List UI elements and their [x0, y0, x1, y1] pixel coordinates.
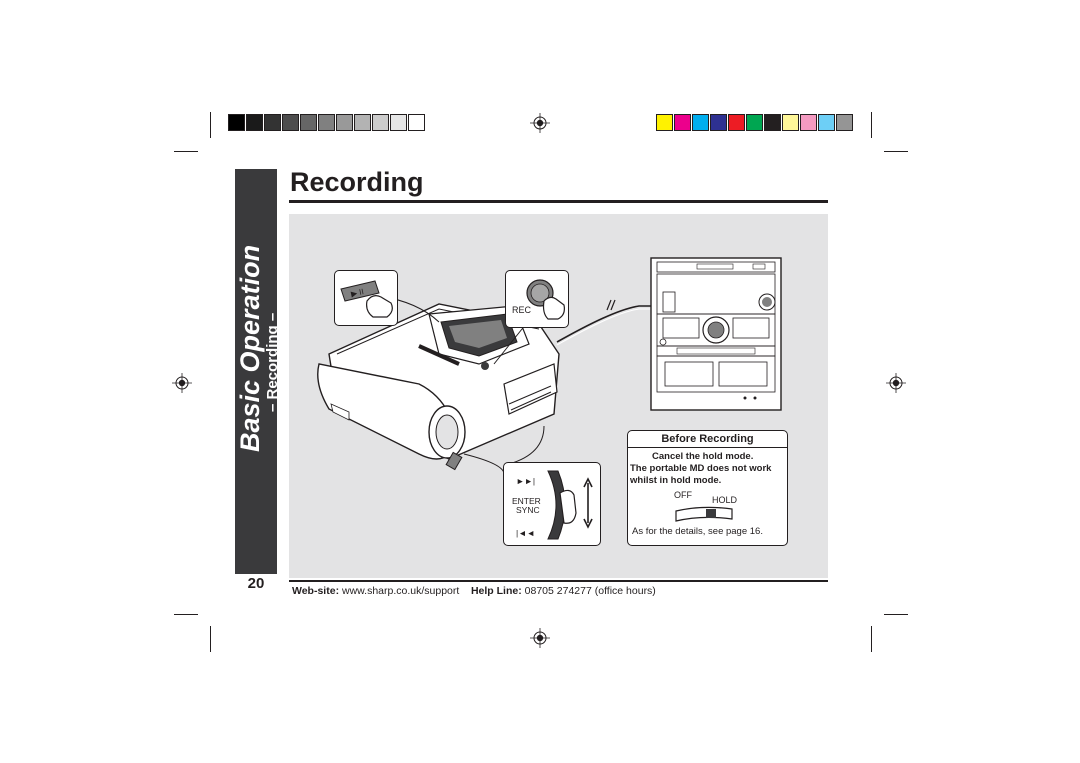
- hold-switch-icon: OFF HOLD: [674, 490, 738, 522]
- before-recording-box: Before Recording Cancel the hold mode. T…: [627, 430, 788, 546]
- registration-mark-icon: [530, 628, 550, 648]
- page-number: 20: [235, 574, 277, 594]
- website-label: Web-site:: [292, 585, 340, 597]
- section-title: Basic Operation: [235, 244, 265, 452]
- gray-swatch: [246, 114, 263, 131]
- jog-switch-callout: ►►| ENTER SYNC |◄◄: [503, 462, 601, 546]
- play-pause-callout: ▶ II: [334, 270, 398, 326]
- gray-swatch: [336, 114, 353, 131]
- hold-warning-line-1: The portable MD does not work: [630, 463, 772, 474]
- grayscale-color-bar: [228, 114, 426, 131]
- crop-mark: [871, 112, 872, 138]
- gray-swatch: [264, 114, 281, 131]
- color-swatch: [692, 114, 709, 131]
- crop-mark: [174, 614, 198, 615]
- gray-swatch: [228, 114, 245, 131]
- crop-mark: [210, 112, 211, 138]
- portable-md-icon: [317, 303, 560, 471]
- gray-swatch: [354, 114, 371, 131]
- registration-mark-icon: [886, 373, 906, 393]
- sync-label: SYNC: [516, 505, 540, 515]
- play-pause-label: ▶ II: [350, 287, 364, 298]
- gray-swatch: [390, 114, 407, 131]
- crop-mark: [871, 626, 872, 652]
- color-swatch: [656, 114, 673, 131]
- title-divider: [289, 200, 828, 203]
- process-color-bar: [656, 114, 854, 131]
- gray-swatch: [318, 114, 335, 131]
- crop-mark: [884, 151, 908, 152]
- section-side-tab: [235, 169, 277, 593]
- info-box-heading: Before Recording: [628, 431, 787, 448]
- rec-button-icon: REC: [512, 279, 565, 320]
- page-title: Recording: [290, 167, 424, 197]
- color-swatch: [800, 114, 817, 131]
- crop-mark: [884, 614, 908, 615]
- hold-warning-line-2: whilst in hold mode.: [630, 475, 722, 486]
- crop-mark: [174, 151, 198, 152]
- stereo-system-icon: [650, 257, 782, 411]
- jog-dial-icon: [547, 470, 593, 540]
- subsection-title: – Recording –: [264, 312, 281, 412]
- enter-label: ENTER: [512, 496, 541, 506]
- registration-mark-icon: [530, 113, 550, 133]
- helpline-number: 08705 274277 (office hours): [524, 585, 656, 597]
- color-swatch: [818, 114, 835, 131]
- website-url[interactable]: www.sharp.co.uk/support: [341, 585, 460, 597]
- footer: Web-site: www.sharp.co.uk/support Help L…: [292, 585, 656, 598]
- details-note: As for the details, see page 16.: [632, 526, 763, 537]
- gray-swatch: [282, 114, 299, 131]
- color-swatch: [782, 114, 799, 131]
- color-swatch: [674, 114, 691, 131]
- color-swatch: [710, 114, 727, 131]
- recording-setup-illustration: [317, 257, 782, 475]
- play-pause-button-icon: ▶ II: [340, 280, 393, 318]
- gray-swatch: [372, 114, 389, 131]
- rec-label: REC: [512, 305, 532, 315]
- registration-mark-icon: [172, 373, 192, 393]
- rec-callout: REC: [505, 270, 569, 328]
- footer-divider: [289, 580, 828, 582]
- gray-swatch: [300, 114, 317, 131]
- color-swatch: [836, 114, 853, 131]
- hold-instruction: Cancel the hold mode.: [652, 451, 754, 462]
- off-label: OFF: [674, 490, 692, 500]
- color-swatch: [728, 114, 745, 131]
- crop-mark: [210, 626, 211, 652]
- hold-label: HOLD: [712, 495, 738, 505]
- gray-swatch: [408, 114, 425, 131]
- prev-track-symbol: |◄◄: [516, 528, 536, 538]
- next-track-symbol: ►►|: [516, 476, 536, 486]
- color-swatch: [746, 114, 763, 131]
- connection-cable: [556, 305, 651, 343]
- helpline-label: Help Line:: [470, 585, 522, 597]
- color-swatch: [764, 114, 781, 131]
